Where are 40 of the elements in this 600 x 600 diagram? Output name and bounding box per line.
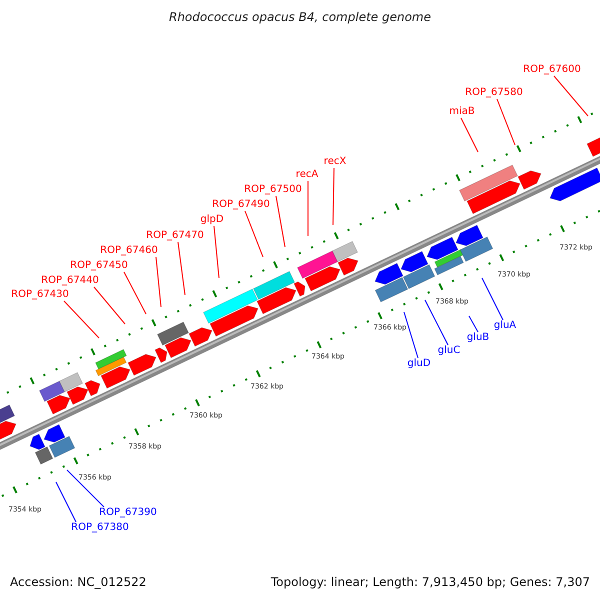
- accession-text: Accession: NC_012522: [10, 575, 146, 589]
- gene-label: ROP_67470: [146, 230, 204, 242]
- gene-label: miaB: [449, 106, 475, 118]
- leader-line: [244, 210, 264, 258]
- leader-line: [178, 242, 186, 296]
- gene-label: recX: [324, 156, 346, 168]
- gene-label: ROP_67380: [71, 522, 129, 534]
- gene-label: gluA: [494, 320, 516, 332]
- leader-line: [404, 312, 418, 358]
- leader-line: [482, 278, 504, 320]
- gene-label: glpD: [200, 214, 224, 226]
- leader-line: [214, 226, 220, 278]
- gene-label: ROP_67460: [100, 245, 158, 257]
- gene-label: recA: [296, 169, 318, 181]
- leader-line: [56, 482, 76, 522]
- leader-line: [124, 272, 146, 314]
- leader-line: [468, 316, 478, 332]
- gene-label: ROP_67430: [11, 289, 69, 301]
- genome-title: Rhodococcus opacus B4, complete genome: [168, 10, 431, 24]
- gene-label: ROP_67490: [212, 199, 270, 211]
- leader-line: [460, 118, 478, 152]
- leader-line: [66, 470, 104, 508]
- gene-label: ROP_67600: [523, 64, 581, 76]
- gene-label: gluC: [438, 345, 460, 357]
- gene-label: ROP_67500: [244, 184, 302, 196]
- gene-label: gluD: [407, 358, 431, 370]
- gene-label: ROP_67390: [99, 507, 157, 519]
- genome-stats-text: Topology: linear; Length: 7,913,450 bp; Genes: 7,307: [270, 575, 590, 589]
- gene-label: gluB: [466, 332, 490, 344]
- gene-label: ROP_67440: [41, 275, 99, 287]
- leader-line: [64, 300, 100, 338]
- gene-label: ROP_67580: [465, 87, 523, 99]
- leader-line: [276, 196, 286, 248]
- leader-line: [156, 256, 162, 308]
- gene-label: ROP_67450: [70, 260, 128, 272]
- leader-line: [94, 286, 126, 324]
- leader-line: [496, 98, 516, 146]
- leader-line: [554, 76, 588, 116]
- leader-line: [424, 300, 448, 346]
- leader-line: [332, 168, 334, 226]
